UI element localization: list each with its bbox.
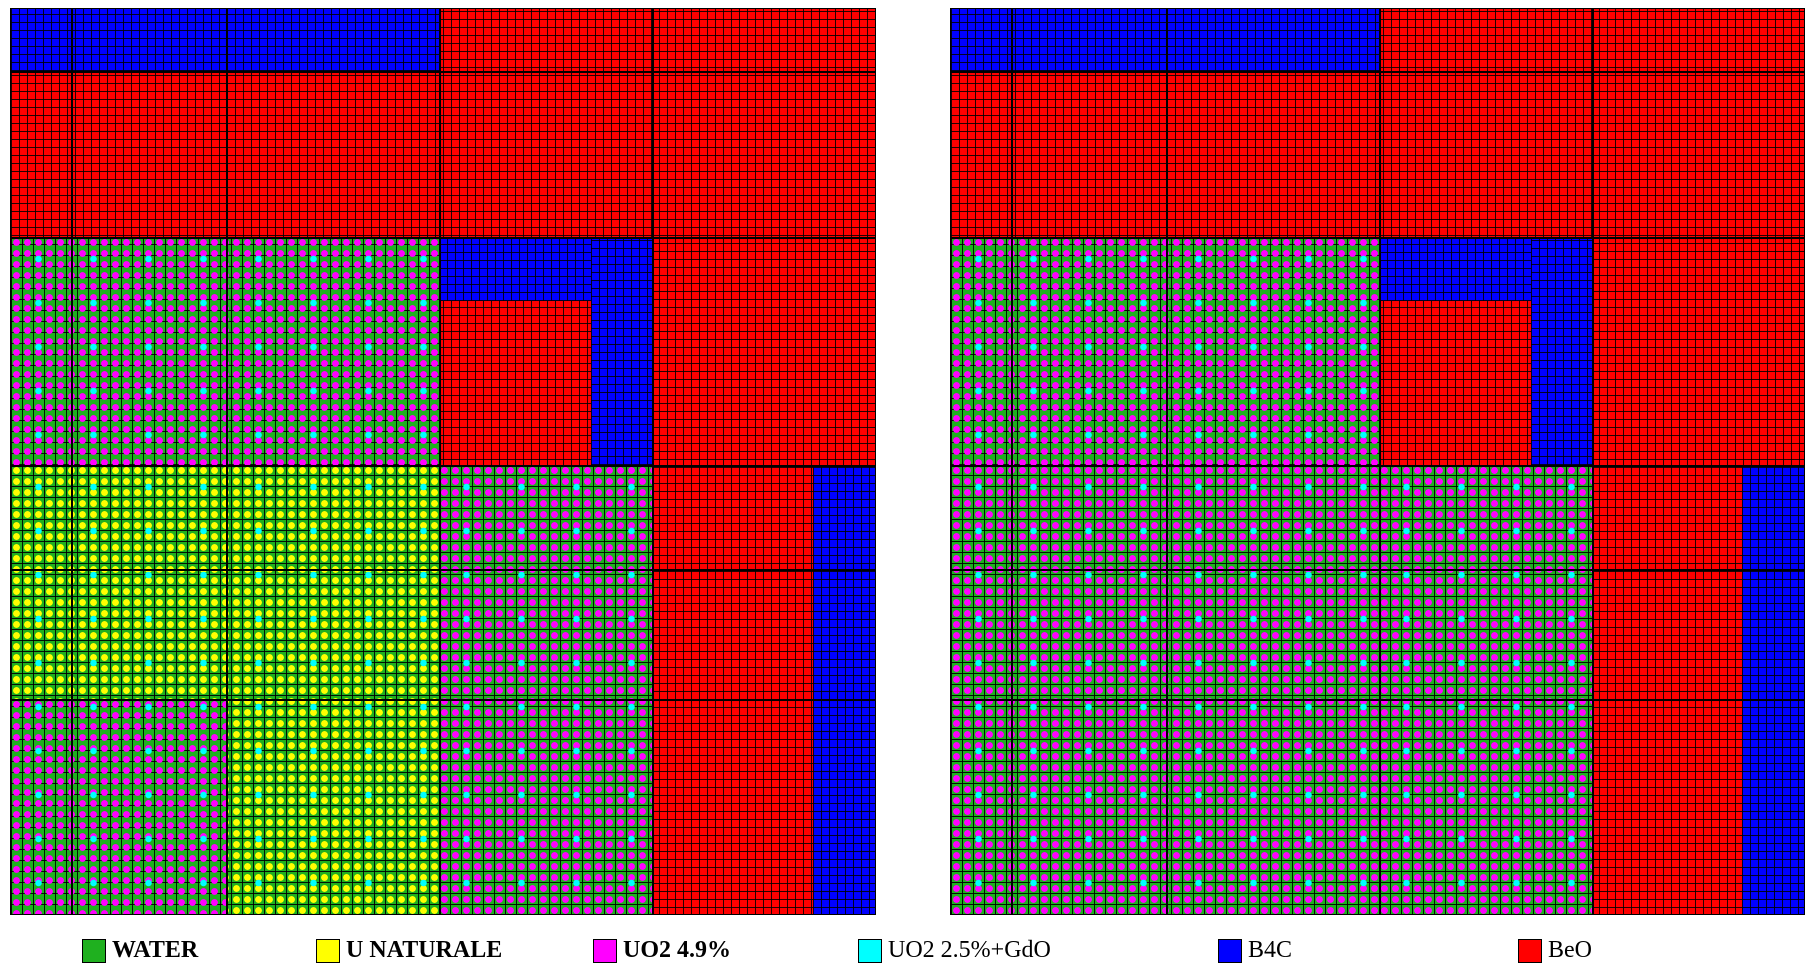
b4c-top-strip — [11, 9, 439, 71]
gdo-rods-lower-left — [951, 465, 1379, 914]
legend-item-u-naturale: U NATURALE — [316, 937, 502, 964]
mesh-line-vertical — [71, 9, 73, 914]
swatch-uo2-gdo — [858, 938, 882, 963]
swatch-u-naturale — [316, 938, 340, 963]
swatch-uo2-49 — [593, 938, 617, 963]
swatch-b4c — [1218, 938, 1242, 963]
legend-label-uo2-49: UO2 4.9% — [623, 937, 731, 963]
mesh-line-horizontal — [951, 569, 1804, 571]
legend-label-u-naturale: U NATURALE — [346, 937, 503, 963]
mesh-line-horizontal — [951, 71, 1804, 73]
mesh-line-vertical — [652, 9, 654, 914]
legend-label-b4c: B4C — [1248, 937, 1293, 963]
gdo-rods-lower-middle — [439, 465, 652, 914]
gdo-rods-lower-middle — [1379, 465, 1592, 914]
legend-item-b4c: B4C — [1218, 937, 1292, 964]
mesh-line-vertical — [1166, 9, 1168, 914]
legend-item-water: WATER — [82, 937, 198, 964]
mesh-line-horizontal — [11, 569, 875, 571]
mesh-line-horizontal — [951, 699, 1804, 701]
legend-label-beo: BeO — [1548, 937, 1592, 963]
mesh-line-vertical — [1011, 9, 1013, 914]
mesh-line-horizontal — [11, 71, 875, 73]
mesh-line-horizontal — [11, 465, 875, 467]
gdo-rods-upper-left — [11, 237, 439, 465]
core-map-left — [10, 8, 876, 915]
mesh-line-vertical — [226, 9, 228, 914]
b4c-l-vertical — [1531, 237, 1592, 465]
swatch-beo — [1518, 938, 1542, 963]
b4c-right-strip — [813, 465, 875, 914]
core-map-right — [950, 8, 1805, 915]
gdo-rods-upper-left — [951, 237, 1379, 465]
swatch-water — [82, 938, 106, 963]
b4c-l-vertical — [591, 237, 652, 465]
mesh-line-horizontal — [11, 699, 875, 701]
mesh-line-vertical — [439, 9, 441, 914]
legend-item-uo2-gdo: UO2 2.5%+GdO — [858, 937, 1051, 964]
material-legend: WATER U NATURALE UO2 4.9% UO2 2.5%+GdO B… — [0, 937, 1805, 973]
b4c-right-strip — [1742, 465, 1804, 914]
b4c-top-strip — [951, 9, 1379, 71]
legend-label-water: WATER — [112, 937, 199, 963]
gdo-rods-lower-left — [11, 465, 439, 914]
mesh-line-vertical — [1592, 9, 1594, 914]
legend-label-uo2-gdo: UO2 2.5%+GdO — [888, 937, 1051, 963]
legend-item-uo2-49: UO2 4.9% — [593, 937, 731, 964]
mesh-line-horizontal — [11, 237, 875, 239]
legend-item-beo: BeO — [1518, 937, 1592, 964]
mesh-line-vertical — [1379, 9, 1381, 914]
mesh-line-horizontal — [951, 237, 1804, 239]
mesh-line-horizontal — [951, 465, 1804, 467]
